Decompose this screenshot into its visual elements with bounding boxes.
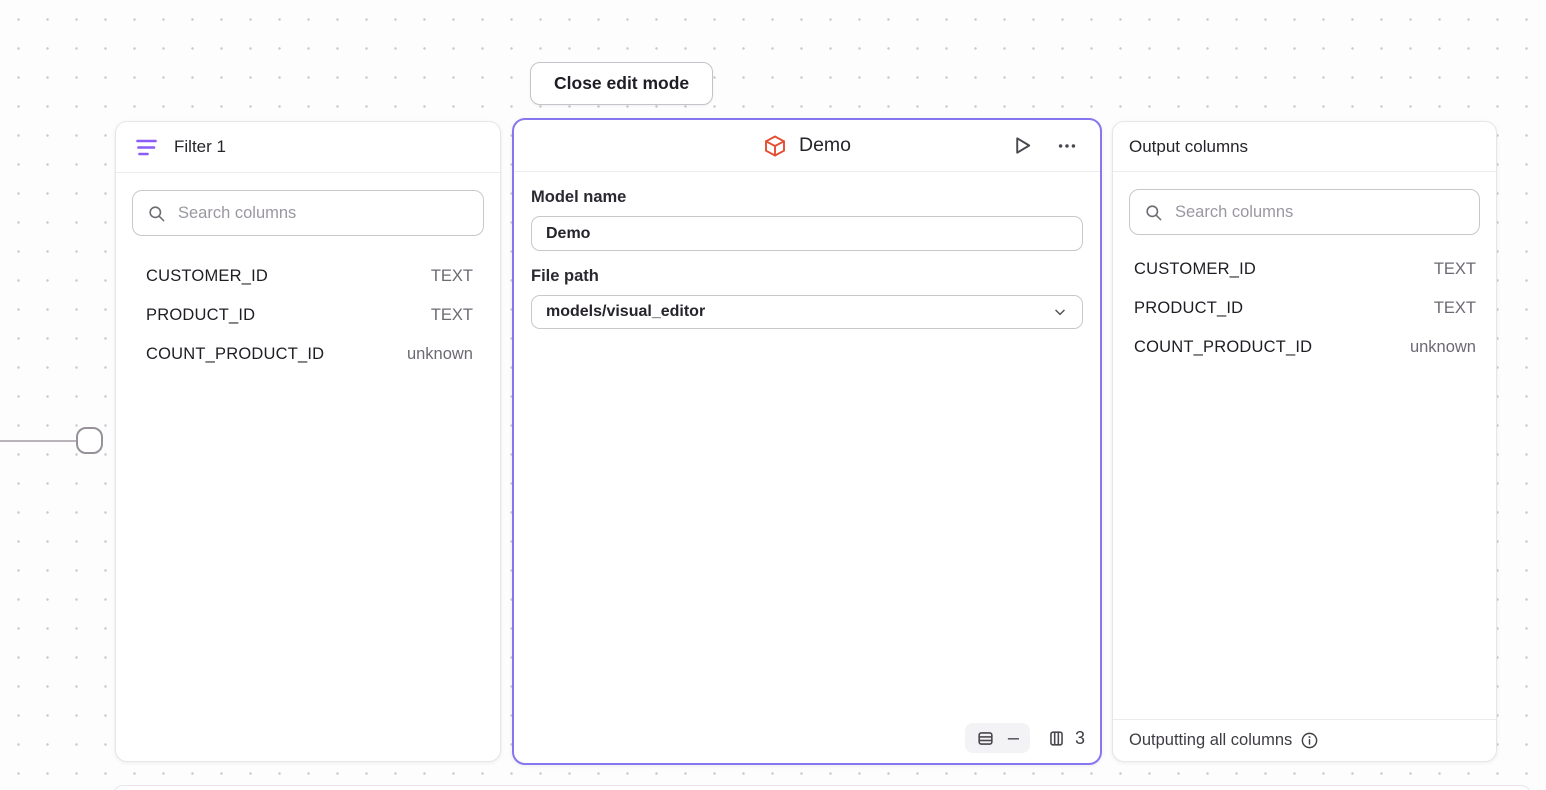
column-count-stat[interactable]: 3 <box>1047 728 1085 749</box>
column-name: PRODUCT_ID <box>146 306 256 324</box>
output-footer: Outputting all columns <box>1113 719 1496 761</box>
column-name: CUSTOMER_ID <box>146 267 268 285</box>
model-name-label: Model name <box>531 188 627 206</box>
file-path-value: models/visual_editor <box>546 303 706 320</box>
model-result-stats: – 3 <box>964 723 1085 753</box>
table-rows-icon <box>976 729 995 748</box>
output-columns-panel: Output columns CUSTOMER_ID TEXT PRODUCT_… <box>1112 121 1497 762</box>
column-name: PRODUCT_ID <box>1134 299 1244 317</box>
connection-handle[interactable] <box>76 427 103 454</box>
filter-search-box <box>132 190 484 236</box>
run-model-button[interactable] <box>1009 132 1036 159</box>
filter-lines-icon <box>136 139 157 156</box>
model-panel-header: Demo <box>514 120 1100 172</box>
column-type: unknown <box>406 345 473 363</box>
filter-search-input[interactable] <box>178 203 469 223</box>
output-footer-text: Outputting all columns <box>1129 731 1293 749</box>
filter-column-list: CUSTOMER_ID TEXT PRODUCT_ID TEXT COUNT_P… <box>116 257 500 374</box>
model-panel-title: Demo <box>798 134 852 156</box>
column-row[interactable]: CUSTOMER_ID TEXT <box>116 257 500 296</box>
model-cube-icon <box>763 133 787 159</box>
filter-node-panel: Filter 1 CUSTOMER_ID TEXT PRODUCT_ID TEX… <box>115 121 501 762</box>
connection-edge <box>0 440 77 442</box>
model-name-input[interactable] <box>531 216 1083 251</box>
column-type: TEXT <box>430 306 473 324</box>
filter-panel-title: Filter 1 <box>174 137 226 156</box>
filter-panel-header: Filter 1 <box>116 122 500 173</box>
column-row[interactable]: COUNT_PRODUCT_ID unknown <box>116 335 500 374</box>
column-type: TEXT <box>1433 299 1476 317</box>
row-count-stat[interactable]: – <box>964 723 1030 753</box>
close-edit-mode-button[interactable]: Close edit mode <box>530 62 714 105</box>
column-type: TEXT <box>1433 260 1476 278</box>
column-name: COUNT_PRODUCT_ID <box>146 345 325 363</box>
bottom-panel-edge <box>113 785 1531 790</box>
column-name: CUSTOMER_ID <box>1134 260 1256 278</box>
info-icon[interactable] <box>1300 731 1319 750</box>
column-type: TEXT <box>430 267 473 285</box>
search-icon <box>147 204 166 223</box>
column-row[interactable]: CUSTOMER_ID TEXT <box>1113 250 1496 289</box>
column-count-value: 3 <box>1074 727 1085 748</box>
file-path-select[interactable]: models/visual_editor <box>531 295 1083 329</box>
table-columns-icon <box>1047 729 1066 748</box>
column-row[interactable]: PRODUCT_ID TEXT <box>1113 289 1496 328</box>
output-panel-title: Output columns <box>1129 136 1249 156</box>
column-type: unknown <box>1409 338 1476 356</box>
search-icon <box>1144 203 1163 222</box>
chevron-down-icon <box>1052 304 1068 320</box>
row-count-value: – <box>1007 727 1019 749</box>
column-name: COUNT_PRODUCT_ID <box>1134 338 1313 356</box>
output-column-list: CUSTOMER_ID TEXT PRODUCT_ID TEXT COUNT_P… <box>1113 250 1496 367</box>
output-search-box <box>1129 189 1480 235</box>
more-options-button[interactable] <box>1054 133 1080 159</box>
output-search-input[interactable] <box>1175 202 1465 222</box>
column-row[interactable]: PRODUCT_ID TEXT <box>116 296 500 335</box>
column-row[interactable]: COUNT_PRODUCT_ID unknown <box>1113 328 1496 367</box>
file-path-label: File path <box>531 267 599 285</box>
model-node-panel: Demo Model name File path models/visual_… <box>512 118 1102 765</box>
output-panel-header: Output columns <box>1113 122 1496 172</box>
